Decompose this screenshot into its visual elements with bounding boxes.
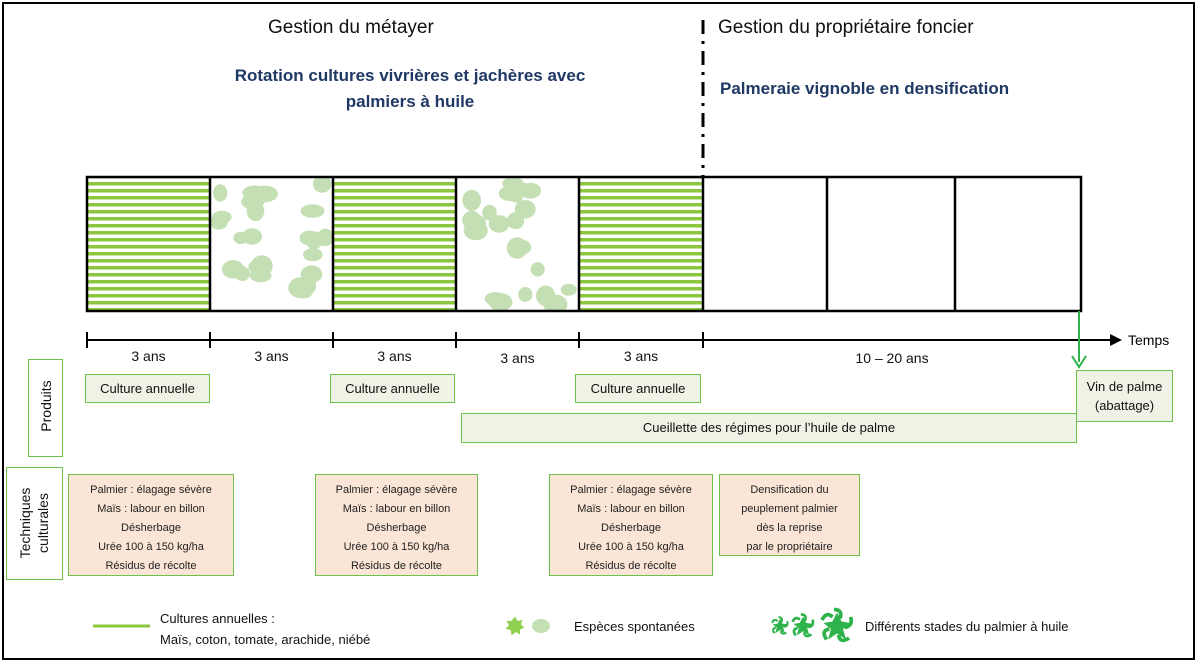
time-axis-label: Temps xyxy=(1128,332,1170,348)
technique-line: Palmier : élagage sévère xyxy=(90,484,212,496)
period-label: 3 ans xyxy=(377,348,412,364)
spontaneous-ellipse xyxy=(484,292,506,306)
block-palm-medium xyxy=(827,177,955,311)
technique-line: Désherbage xyxy=(366,522,427,534)
legend-palm-medium xyxy=(791,613,815,638)
spontaneous-ellipse xyxy=(252,185,278,203)
period-label: 3 ans xyxy=(623,348,659,364)
technique-line: Urée 100 à 150 kg/ha xyxy=(343,541,450,553)
harvest-arrow xyxy=(1071,311,1087,369)
period-label: 3 ans xyxy=(131,348,166,364)
product-annual-crop-3: Culture annuelle xyxy=(575,374,701,403)
technique-line: Résidus de récolte xyxy=(585,560,677,572)
period-label-long: 10 – 20 ans xyxy=(855,350,929,366)
technique-line: Palmier : élagage sévère xyxy=(570,484,692,496)
technique-line: Résidus de récolte xyxy=(105,560,197,572)
technique-box-3: Palmier : élagage sévère Maïs : labour e… xyxy=(549,474,713,576)
technique-line: par le propriétaire xyxy=(746,541,833,553)
technique-box-2: Palmier : élagage sévère Maïs : labour e… xyxy=(315,474,478,576)
techniques-label: Techniques culturales xyxy=(16,467,52,579)
spontaneous-ellipse xyxy=(242,228,263,245)
owner-title: Gestion du propriétaire foncier xyxy=(718,17,974,38)
block-annual-crop-2 xyxy=(333,177,456,311)
spontaneous-ellipse xyxy=(514,200,536,219)
block-annual-crop-3 xyxy=(579,177,703,311)
product-palm-wine-line1: Vin de palme xyxy=(1086,379,1163,394)
spontaneous-ellipse xyxy=(519,182,542,199)
spontaneous-ellipse xyxy=(300,277,317,295)
product-palm-wine-line2: (abattage) xyxy=(1094,398,1155,413)
spontaneous-ellipse xyxy=(502,177,524,190)
spontaneous-ellipse xyxy=(211,210,232,224)
block-palm-sparse xyxy=(703,177,827,311)
product-annual-crop-2: Culture annuelle xyxy=(330,374,455,403)
spontaneous-ellipse xyxy=(488,215,510,233)
technique-line: Maïs : labour en billon xyxy=(577,503,685,515)
technique-line: Maïs : labour en billon xyxy=(97,503,205,515)
techniques-label-line2: culturales xyxy=(35,493,51,553)
spontaneous-ellipse xyxy=(518,287,533,302)
legend-spontaneous-label: Espèces spontanées xyxy=(574,619,695,634)
spontaneous-ellipse xyxy=(299,230,319,246)
technique-line: peuplement palmier xyxy=(741,503,838,515)
spontaneous-ellipse xyxy=(303,248,323,262)
sharecropper-subtitle-line2: palmiers à huile xyxy=(345,92,475,111)
legend-spontaneous-ellipse xyxy=(532,619,550,633)
technique-line: dès la reprise xyxy=(756,522,823,534)
spontaneous-ellipse xyxy=(560,283,577,296)
legend-palm-label: Différents stades du palmier à huile xyxy=(865,619,1069,634)
time-axis-arrowhead xyxy=(1110,334,1122,346)
block-dividers xyxy=(208,177,957,311)
spontaneous-ellipse xyxy=(313,177,332,193)
techniques-label-line1: Techniques xyxy=(17,487,33,559)
legend-annual-label-1: Cultures annuelles : xyxy=(160,611,275,626)
spontaneous-ellipse xyxy=(248,259,272,275)
legend-annual-label-2: Maïs, coton, tomate, arachide, niébé xyxy=(160,632,371,647)
period-label: 3 ans xyxy=(254,348,289,364)
spontaneous-ellipse xyxy=(530,262,545,277)
spontaneous-ellipse xyxy=(543,294,568,311)
products-label: Produits xyxy=(38,380,54,432)
products-label-box xyxy=(28,359,63,457)
sharecropper-title: Gestion du métayer xyxy=(268,17,434,38)
product-bunch-harvest: Cueillette des régimes pour l’huile de p… xyxy=(461,413,1077,443)
legend-spontaneous-star xyxy=(505,616,525,636)
technique-line: Palmier : élagage sévère xyxy=(335,484,458,496)
product-palm-wine: Vin de palme (abattage) xyxy=(1076,370,1173,422)
product-annual-crop-1: Culture annuelle xyxy=(85,374,210,403)
technique-line: Densification du xyxy=(750,484,829,496)
technique-line: Maïs : labour en billon xyxy=(342,503,451,515)
spontaneous-ellipse xyxy=(300,204,325,218)
sharecropper-subtitle-line1: Rotation cultures vivrières et jachères … xyxy=(234,66,586,85)
technique-line: Urée 100 à 150 kg/ha xyxy=(98,541,204,553)
time-axis xyxy=(86,332,1122,348)
technique-line: Urée 100 à 150 kg/ha xyxy=(578,541,684,553)
technique-box-owner: Densification du peuplement palmier dès … xyxy=(719,474,860,556)
technique-line: Désherbage xyxy=(121,522,181,534)
blocks-outline xyxy=(85,175,1083,313)
spontaneous-ellipse xyxy=(470,215,486,231)
techniques-label-box xyxy=(6,467,63,580)
spontaneous-ellipse xyxy=(221,260,245,279)
block-annual-crop-1 xyxy=(87,177,210,311)
spontaneous-ellipse xyxy=(506,237,528,259)
sharecropper-subtitle: Rotation cultures vivrières et jachères … xyxy=(180,63,640,115)
spontaneous-ellipse xyxy=(246,201,265,222)
spontaneous-ellipse xyxy=(462,189,482,211)
legend-palm-small xyxy=(770,616,789,635)
technique-line: Désherbage xyxy=(601,522,661,534)
block-palm-dense xyxy=(955,177,1081,311)
owner-subtitle: Palmeraie vignoble en densification xyxy=(720,79,1010,98)
spontaneous-ellipse xyxy=(213,184,228,202)
legend-palm-large xyxy=(820,607,854,643)
technique-box-1: Palmier : élagage sévère Maïs : labour e… xyxy=(68,474,234,576)
period-label: 3 ans xyxy=(500,350,535,366)
technique-line: Résidus de récolte xyxy=(350,560,443,572)
spontaneous-ellipse xyxy=(482,204,497,221)
